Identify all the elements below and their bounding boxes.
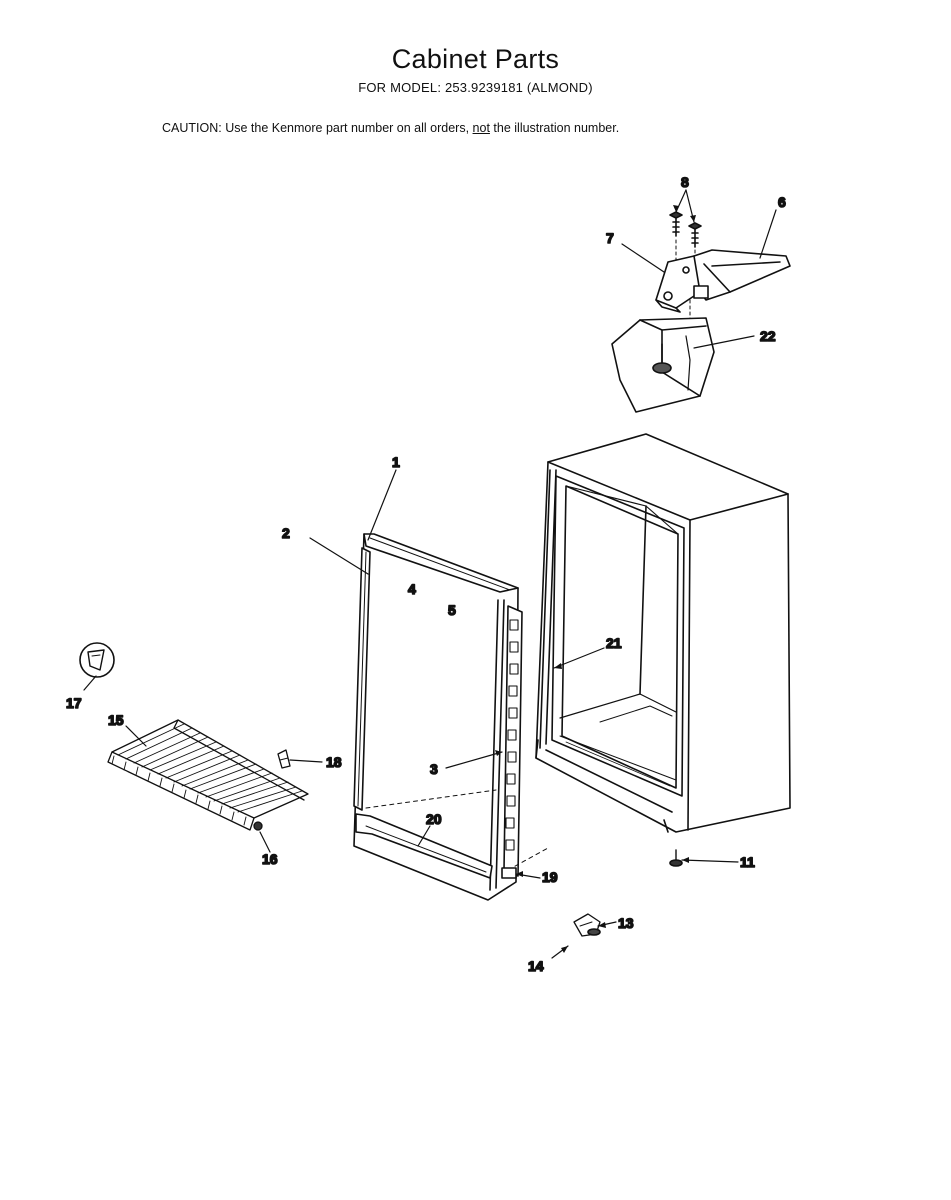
callout-20: 20 [426, 811, 442, 827]
wire-shelf-part [107, 719, 309, 831]
screw-part [669, 211, 683, 237]
callout-3: 3 [430, 761, 438, 777]
callout-7: 7 [606, 230, 614, 246]
callout-4: 4 [408, 581, 416, 597]
hinge-assembly [611, 211, 791, 413]
caution-prefix: CAUTION: Use the Kenmore part number on … [162, 121, 473, 135]
shelf-retainer-part [79, 642, 115, 678]
callout-11: 11 [740, 854, 755, 870]
callout-16: 16 [262, 851, 278, 867]
caution-emphasis: not [472, 121, 490, 135]
callout-17: 17 [66, 695, 82, 711]
callout-1: 1 [392, 454, 400, 470]
leveling-leg-part [669, 849, 683, 867]
callout-22: 22 [760, 328, 776, 344]
callout-5: 5 [448, 602, 456, 618]
callout-8: 8 [681, 174, 689, 190]
callout-6: 6 [778, 194, 786, 210]
caution-suffix: the illustration number. [489, 121, 620, 135]
callout-14: 14 [528, 958, 544, 974]
door-part [353, 533, 549, 901]
caution-note: CAUTION: Use the Kenmore part number on … [162, 121, 619, 135]
page-title: Cabinet Parts [391, 44, 560, 74]
leader-arrowheads [495, 205, 696, 953]
door-stop-part [573, 913, 601, 937]
shelf-clip-part [277, 749, 291, 769]
callout-15: 15 [108, 712, 124, 728]
callout-13: 13 [618, 915, 634, 931]
model-subtitle: FOR MODEL: 253.9239181 (ALMOND) [358, 80, 593, 95]
callout-2: 2 [282, 525, 290, 541]
callout-19: 19 [542, 869, 558, 885]
callout-18: 18 [326, 754, 342, 770]
cabinet-part [535, 433, 791, 833]
screw-part [688, 222, 702, 248]
callout-21: 21 [606, 635, 622, 651]
